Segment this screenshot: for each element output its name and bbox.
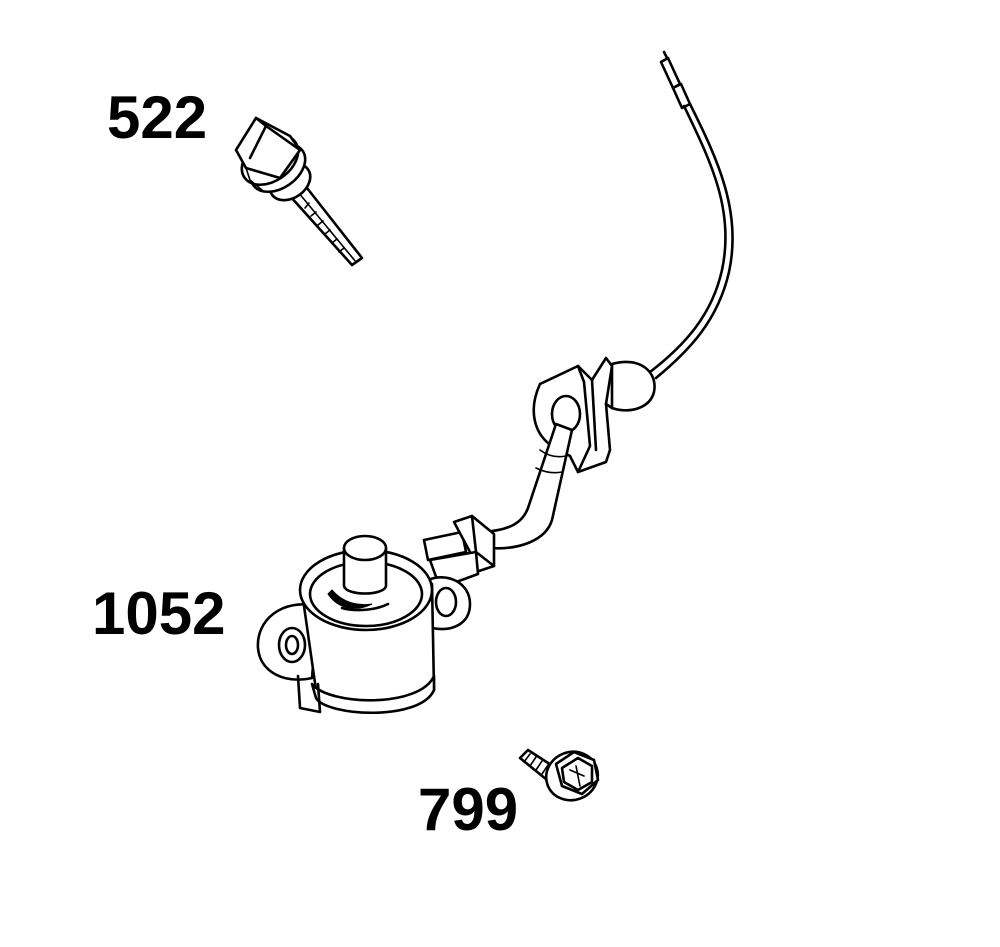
part-799-bolt-head	[544, 750, 600, 802]
part-1052-connector-clip	[422, 514, 496, 590]
part-label-522: 522	[107, 84, 208, 151]
part-1052-mounting-ear-right	[426, 575, 472, 631]
part-1052-plunger	[342, 534, 388, 595]
part-522-threaded-pin	[288, 186, 364, 267]
part-label-799: 799	[418, 776, 519, 843]
part-1052-solenoid-body	[296, 548, 436, 714]
part-799-bolt-drawing	[518, 748, 600, 802]
part-1052-wire-lead	[648, 50, 734, 380]
part-522-body	[234, 116, 312, 202]
part-1052-sleeve	[482, 422, 574, 550]
part-1052-mounting-ear-left	[256, 603, 320, 681]
part-1052-solenoid-drawing	[256, 50, 734, 714]
part-522-sensor-drawing	[234, 116, 364, 267]
part-label-1052: 1052	[92, 580, 226, 647]
